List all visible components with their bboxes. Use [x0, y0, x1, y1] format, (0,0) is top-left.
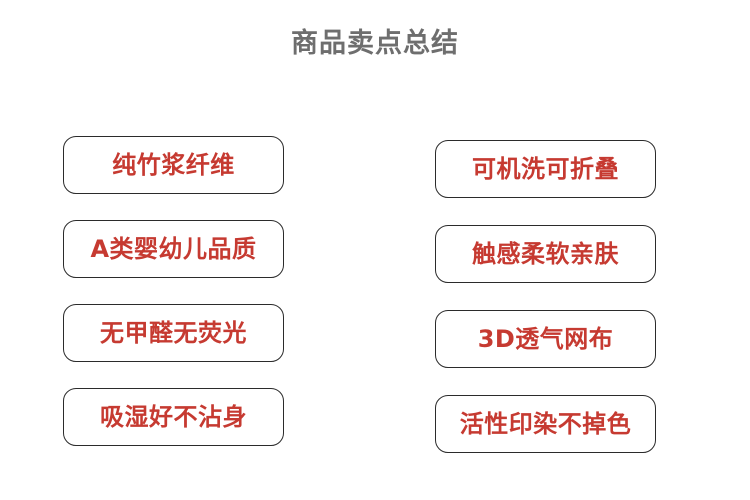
feature-label: 吸湿好不沾身 [100, 403, 247, 431]
feature-box[interactable]: 可机洗可折叠 [435, 140, 656, 198]
feature-label: 可机洗可折叠 [472, 155, 619, 183]
page-title: 商品卖点总结 [291, 28, 459, 59]
feature-box[interactable]: A类婴幼儿品质 [63, 220, 284, 278]
feature-label: A类婴幼儿品质 [90, 235, 257, 263]
feature-box[interactable]: 3D透气网布 [435, 310, 656, 368]
feature-box[interactable]: 活性印染不掉色 [435, 395, 656, 453]
feature-label: 活性印染不掉色 [459, 410, 632, 438]
feature-label: 3D透气网布 [477, 325, 614, 353]
feature-box[interactable]: 无甲醛无荧光 [63, 304, 284, 362]
feature-column-left: 纯竹浆纤维 A类婴幼儿品质 无甲醛无荧光 吸湿好不沾身 [63, 136, 284, 472]
feature-column-right: 可机洗可折叠 触感柔软亲肤 3D透气网布 活性印染不掉色 [435, 140, 656, 480]
feature-label: 纯竹浆纤维 [112, 151, 235, 179]
feature-label: 触感柔软亲肤 [472, 240, 619, 268]
feature-box[interactable]: 触感柔软亲肤 [435, 225, 656, 283]
feature-box[interactable]: 纯竹浆纤维 [63, 136, 284, 194]
feature-label: 无甲醛无荧光 [100, 319, 247, 347]
feature-box[interactable]: 吸湿好不沾身 [63, 388, 284, 446]
